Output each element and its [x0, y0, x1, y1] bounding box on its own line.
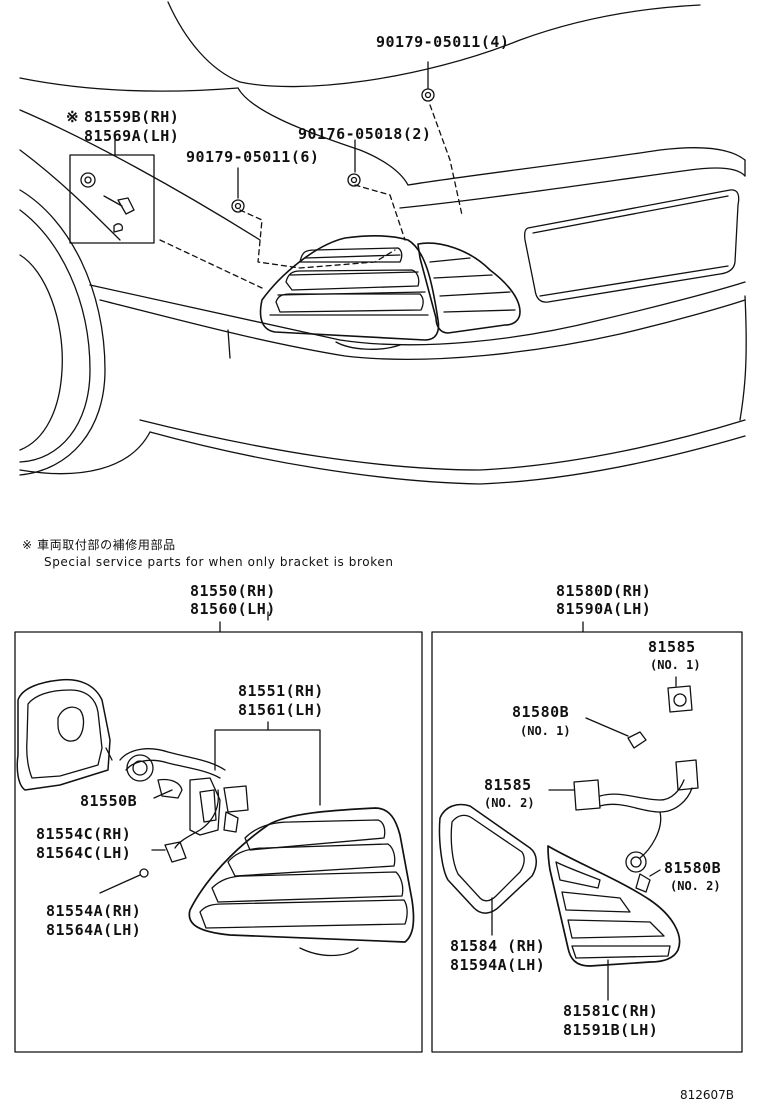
callout-81561-lh: 81561(LH): [238, 701, 324, 719]
callout-81580b-no2: 81580B: [664, 859, 722, 877]
callout-81585-no1: 81585: [648, 638, 696, 656]
callout-81559b-rh: 81559B(RH): [84, 108, 180, 126]
callout-no2-b: (NO. 2): [670, 879, 721, 893]
car-rear-body: [19, 1, 747, 485]
callout-81591b-lh: 81591B(LH): [563, 1021, 659, 1039]
callout-no1-b: (NO. 1): [520, 724, 571, 738]
upper-solid-leaders: [114, 61, 429, 199]
left-panel-frame: [14, 621, 423, 1053]
callout-81554c-rh: 81554C(RH): [36, 825, 132, 843]
upper-leader-lines: [159, 104, 463, 289]
gasket-icon: [16, 678, 113, 791]
note-english: Special service parts for when only brac…: [44, 555, 394, 569]
clip-nut-icon: [231, 88, 435, 213]
note-japanese: ※ 車両取付部の補修用部品: [22, 538, 176, 552]
callout-81551-rh: 81551(RH): [238, 682, 324, 700]
callout-81569a-lh: 81569A(LH): [84, 127, 180, 145]
car-tail-lamp: [259, 235, 521, 350]
callout-81590a-lh: 81590A(LH): [556, 600, 652, 618]
callout-81560-lh: 81560(LH): [190, 600, 276, 618]
callout-no2-a: (NO. 2): [484, 796, 535, 810]
callout-90179-05011-6: 90179-05011(6): [186, 148, 320, 166]
callout-81554a-rh: 81554A(RH): [46, 902, 142, 920]
bracket-kit-box: [69, 154, 155, 244]
socket-and-wire: [119, 748, 249, 878]
callout-81594a-lh: 81594A(LH): [450, 956, 546, 974]
callout-81581c-rh: 81581C(RH): [563, 1002, 659, 1020]
callout-90179-05011-4: 90179-05011(4): [376, 33, 510, 51]
callout-81564a-lh: 81564A(LH): [46, 921, 142, 939]
callout-81584-rh: 81584 (RH): [450, 937, 546, 955]
callout-90176-05018-2: 90176-05018(2): [298, 125, 432, 143]
right-panel-frame: [431, 621, 743, 1053]
callout-81580b-no1: 81580B: [512, 703, 570, 721]
inner-tail-lamp-icon: [547, 845, 681, 967]
service-mark-symbol: ※: [66, 108, 80, 126]
callout-81550b: 81550B: [80, 792, 138, 810]
callout-81564c-lh: 81564C(LH): [36, 844, 132, 862]
left-panel-leaders: [99, 611, 269, 894]
callout-81585-no2: 81585: [484, 776, 532, 794]
figure-reference-number: 812607B: [680, 1088, 735, 1102]
outer-tail-lamp-icon: [188, 807, 415, 957]
inner-gasket-icon: [438, 803, 537, 914]
harness-bracket-lines: [214, 721, 321, 806]
right-panel-leaders: [491, 676, 677, 1001]
callout-no1-a: (NO. 1): [650, 658, 701, 672]
callout-81550-rh: 81550(RH): [190, 582, 276, 600]
callout-81580d-rh: 81580D(RH): [556, 582, 652, 600]
inner-harness: [573, 685, 699, 893]
